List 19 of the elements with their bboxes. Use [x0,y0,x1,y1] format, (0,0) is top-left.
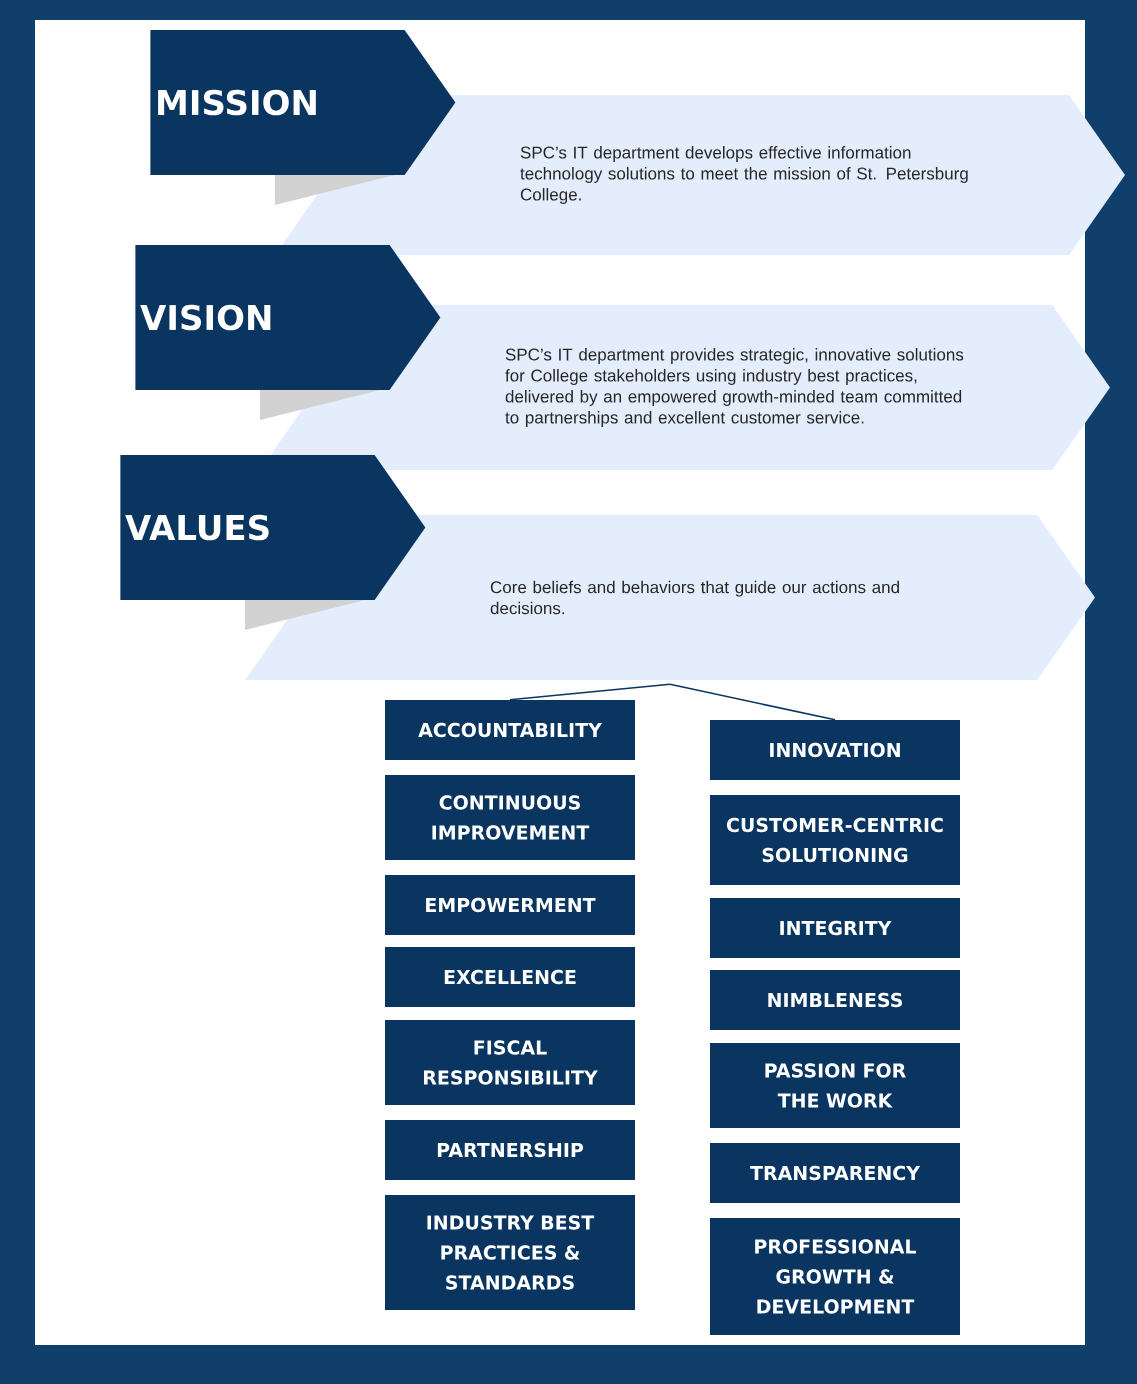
value-box: TRANSPARENCY [710,1143,960,1203]
value-box: INTEGRITY [710,898,960,958]
value-box: PARTNERSHIP [385,1120,635,1180]
value-box: INNOVATION [710,720,960,780]
value-box: CUSTOMER-CENTRIC SOLUTIONING [710,795,960,885]
connector-line [669,683,836,721]
value-box: FISCAL RESPONSIBILITY [385,1020,635,1105]
value-box: NIMBLENESS [710,970,960,1030]
value-box: EMPOWERMENT [385,875,635,935]
value-box: ACCOUNTABILITY [385,700,635,760]
value-box: PASSION FOR THE WORK [710,1043,960,1128]
connector-line [509,683,671,701]
value-box: CONTINUOUS IMPROVEMENT [385,775,635,860]
section-header-tab: VALUES [120,455,426,600]
value-box: EXCELLENCE [385,947,635,1007]
value-box: INDUSTRY BEST PRACTICES & STANDARDS [385,1195,635,1310]
value-box: PROFESSIONAL GROWTH & DEVELOPMENT [710,1218,960,1335]
section-header-tab: VISION [135,245,441,390]
section-header-tab: MISSION [150,30,456,175]
